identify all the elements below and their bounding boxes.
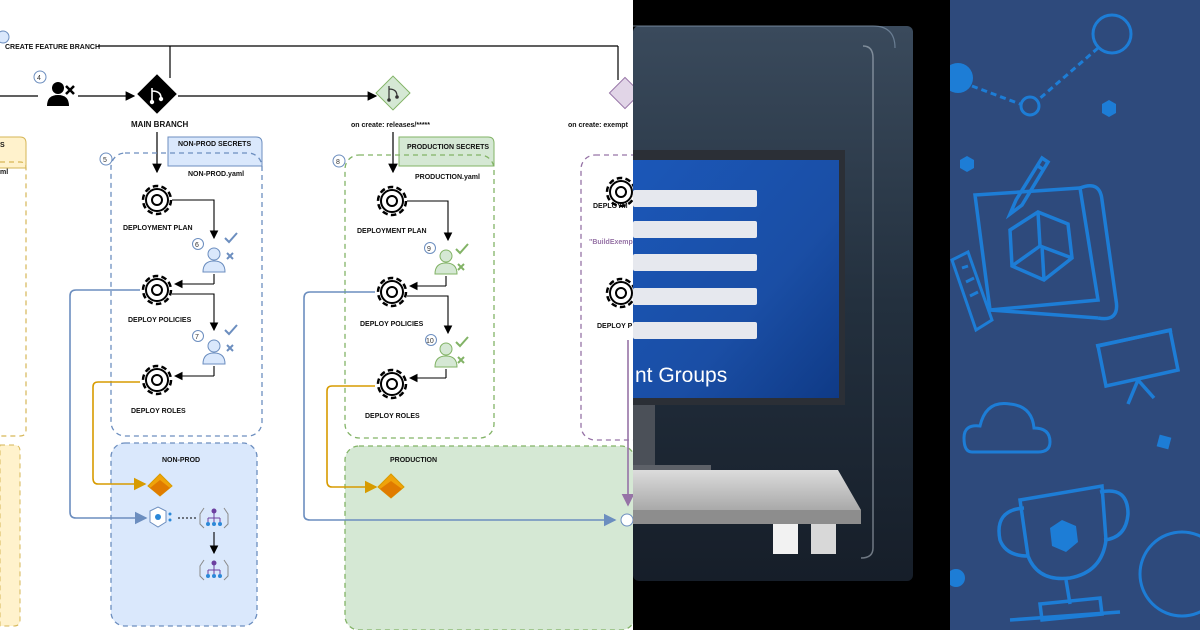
left-partial-column: S ml: [0, 136, 27, 627]
desk-edge: [633, 510, 861, 524]
approver-reject-icon: 4: [33, 70, 136, 106]
svg-text:10: 10: [426, 338, 434, 345]
svg-text:DEPLOYMENT PLAN: DEPLOYMENT PLAN: [357, 228, 427, 235]
deploy-roles-gear-icon: [141, 364, 173, 396]
svg-text:8: 8: [336, 159, 340, 166]
prod-deploy-roles-gear-icon: [376, 368, 408, 400]
svg-text:DEPLOY P: DEPLOY P: [597, 323, 633, 330]
prod-approver-user-icon-2: [434, 342, 458, 368]
video-frame-panel: nt Groups: [633, 0, 950, 630]
nonprod-yaml-label: NON-PROD.yaml: [188, 171, 244, 178]
production-stage: PRODUCTION SECRETS 8 PRODUCTION.yaml DEP…: [303, 136, 633, 630]
screen-bar-5: [633, 322, 757, 339]
svg-text:DEPLOYM: DEPLOYM: [593, 203, 628, 210]
cloud-icon: [962, 401, 1052, 454]
production-yaml-label: PRODUCTION.yaml: [415, 174, 480, 181]
blueprint-icon: [973, 184, 1119, 321]
network-nodes-icon: [971, 13, 1133, 117]
create-feature-branch-label: CREATE FEATURE BRANCH: [5, 44, 100, 51]
rbac-hierarchy-icon: [199, 507, 229, 529]
dot-icon-2: [950, 569, 965, 587]
production-environment: [344, 445, 633, 630]
exempt-stage: DEPLOYM "BuildExemp DEPLOY P: [580, 154, 633, 507]
on-create-exempt-label: on create: exempt: [568, 122, 629, 129]
desk-leg-2: [811, 524, 836, 554]
rbac-hierarchy-icon-2: [199, 559, 229, 581]
svg-text:5: 5: [103, 157, 107, 164]
dot-icon: [950, 63, 973, 93]
create-feature-branch-flow: CREATE FEATURE BRANCH: [0, 30, 619, 97]
hexagon-icon-2: [960, 156, 974, 172]
icon-pattern-panel: [950, 0, 1200, 630]
main-branch-label: MAIN BRANCH: [131, 120, 189, 129]
prod-deploy-policies-gear-icon: [376, 276, 408, 308]
nonprod-secrets-label: NON-PROD SECRETS: [178, 141, 251, 148]
svg-text:DEPLOY POLICIES: DEPLOY POLICIES: [128, 317, 192, 324]
presentation-board-icon: [1095, 327, 1181, 405]
pattern-art: [950, 0, 1200, 630]
large-circle-icon: [1138, 530, 1200, 618]
devops-diagram-panel: CREATE FEATURE BRANCH 4 MAIN BRANCH on c…: [0, 30, 633, 630]
svg-text:6: 6: [195, 242, 199, 249]
svg-text:DEPLOY ROLES: DEPLOY ROLES: [131, 408, 186, 415]
nonprod-stage: NON-PROD SECRETS 5 NON-PROD.yaml DEPLOYM…: [69, 136, 263, 627]
svg-text:"BuildExemp: "BuildExemp: [589, 239, 633, 246]
svg-text:9: 9: [427, 246, 431, 253]
svg-text:DEPLOY ROLES: DEPLOY ROLES: [365, 413, 420, 420]
policy-resource-icon: [149, 506, 172, 528]
prod-management-group-pyramid-icon: [377, 473, 405, 499]
desk-leg: [773, 524, 798, 554]
trophy-hexagon-icon: [1050, 520, 1078, 552]
approver-user-icon: [202, 247, 226, 273]
deployment-plan-gear-icon: [141, 184, 173, 216]
trophy-icon: [997, 483, 1130, 622]
git-main-branch-icon: MAIN BRANCH: [131, 74, 378, 174]
nonprod-env-label: NON-PROD: [162, 457, 200, 464]
cube-icon: [1008, 210, 1074, 283]
small-square-icon: [1156, 434, 1172, 450]
screen-bar-2: [633, 221, 757, 238]
exempt-gear-icon: [605, 176, 633, 208]
management-group-pyramid-icon: [147, 473, 173, 497]
on-create-releases-label: on create: releases/*****: [351, 122, 430, 129]
screen-bar-1: [633, 190, 757, 207]
nonprod-environment: [110, 442, 258, 627]
desk-top: [633, 470, 861, 510]
hexagon-icon: [1102, 100, 1116, 117]
svg-text:ml: ml: [0, 169, 8, 176]
svg-text:DEPLOY POLICIES: DEPLOY POLICIES: [360, 321, 424, 328]
svg-text:4: 4: [37, 75, 41, 82]
prod-approver-user-icon: [434, 249, 458, 275]
git-exempt-trigger-icon: on create: exempt: [568, 76, 633, 129]
ruler-icon: [950, 249, 994, 333]
screen-title: nt Groups: [635, 364, 727, 387]
svg-text:S: S: [0, 142, 5, 149]
monitor-scene: nt Groups: [633, 0, 950, 630]
prod-deployment-plan-gear-icon: [376, 185, 408, 217]
svg-text:7: 7: [195, 334, 199, 341]
screen-bar-3: [633, 254, 757, 271]
approver-user-icon-2: [202, 339, 226, 365]
pipeline-diagram: CREATE FEATURE BRANCH 4 MAIN BRANCH on c…: [0, 30, 633, 630]
production-secrets-label: PRODUCTION SECRETS: [407, 144, 489, 151]
exempt-gear-icon-2: [605, 277, 633, 309]
screen-bar-4: [633, 288, 757, 305]
git-releases-trigger-icon: on create: releases/*****: [351, 75, 430, 174]
svg-text:DEPLOYMENT PLAN: DEPLOYMENT PLAN: [123, 225, 193, 232]
deploy-policies-gear-icon: [141, 274, 173, 306]
production-env-label: PRODUCTION: [390, 457, 437, 464]
monitor-stand: [633, 405, 655, 475]
